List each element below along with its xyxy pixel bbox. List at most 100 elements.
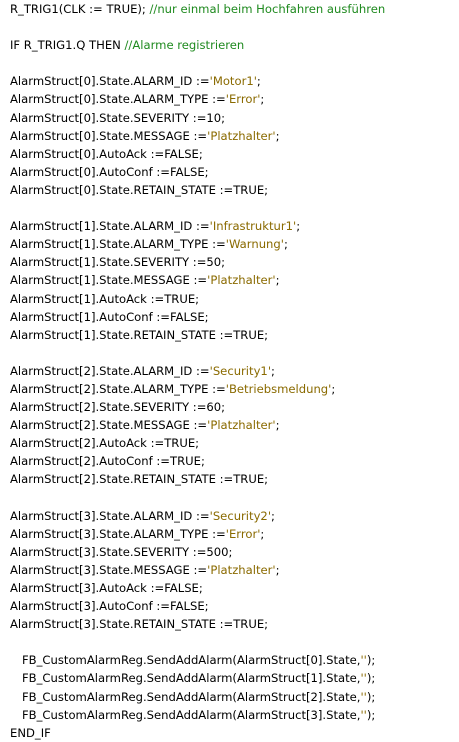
code-text: AlarmStruct[0].State.RETAIN_STATE :=TRUE… [10, 182, 269, 197]
code-line: AlarmStruct[0].AutoAck :=FALSE; [10, 145, 455, 163]
code-text: ; [296, 219, 301, 234]
code-line: AlarmStruct[0].State.MESSAGE :='Platzhal… [10, 127, 455, 145]
code-line: AlarmStruct[2].AutoAck :=TRUE; [10, 434, 455, 452]
code-line: AlarmStruct[2].State.ALARM_TYPE :='Betri… [10, 380, 455, 398]
code-text: AlarmStruct[0].State.ALARM_TYPE := [10, 92, 226, 107]
blank-line [10, 54, 455, 72]
code-line: AlarmStruct[1].State.SEVERITY :=50; [10, 253, 455, 271]
code-line: AlarmStruct[2].State.ALARM_ID :='Securit… [10, 362, 455, 380]
code-text: FB_CustomAlarmReg.SendAddAlarm(AlarmStru… [22, 671, 361, 686]
code-line: AlarmStruct[2].AutoConf :=TRUE; [10, 452, 455, 470]
code-text: ); [366, 689, 376, 704]
code-text: AlarmStruct[2].State.ALARM_ID := [10, 363, 210, 378]
code-text: AlarmStruct[1].AutoConf :=FALSE; [10, 309, 209, 324]
code-string: 'Warnung' [225, 237, 284, 252]
code-line: AlarmStruct[1].State.RETAIN_STATE :=TRUE… [10, 326, 455, 344]
code-text: AlarmStruct[1].State.ALARM_TYPE := [10, 237, 226, 252]
code-string: '' [360, 671, 367, 686]
code-text: AlarmStruct[1].State.SEVERITY :=50; [10, 255, 226, 270]
code-text: AlarmStruct[3].State.MESSAGE := [10, 562, 208, 577]
code-text: AlarmStruct[3].AutoConf :=FALSE; [10, 599, 209, 614]
code-line: IF R_TRIG1.Q THEN //Alarme registrieren [10, 36, 455, 54]
code-text: AlarmStruct[3].State.RETAIN_STATE :=TRUE… [10, 617, 269, 632]
code-string: 'Infrastruktur1' [209, 219, 297, 234]
code-string: 'Motor1' [209, 74, 257, 89]
code-text: ; [271, 508, 275, 523]
code-text: ; [256, 74, 261, 89]
code-text: AlarmStruct[3].State.ALARM_ID := [10, 508, 210, 523]
code-string: '' [360, 707, 367, 722]
code-text: ; [260, 526, 265, 541]
code-text: FB_CustomAlarmReg.SendAddAlarm(AlarmStru… [22, 689, 361, 704]
blank-line [10, 18, 455, 36]
code-line: AlarmStruct[3].State.MESSAGE :='Platzhal… [10, 561, 455, 579]
code-string: '' [360, 653, 367, 668]
code-line: FB_CustomAlarmReg.SendAddAlarm(AlarmStru… [10, 688, 455, 706]
code-line: AlarmStruct[1].State.MESSAGE :='Platzhal… [10, 271, 455, 289]
code-string: 'Security1' [209, 363, 272, 378]
code-line: FB_CustomAlarmReg.SendAddAlarm(AlarmStru… [10, 669, 455, 687]
code-line: AlarmStruct[3].AutoConf :=FALSE; [10, 597, 455, 615]
blank-line [10, 489, 455, 507]
code-text: AlarmStruct[3].State.ALARM_TYPE := [10, 526, 226, 541]
code-text: AlarmStruct[0].State.ALARM_ID := [10, 74, 210, 89]
code-comment: //nur einmal beim Hochfahren ausführen [149, 2, 386, 16]
code-line: R_TRIG1(CLK := TRUE); //nur einmal beim … [10, 0, 455, 18]
blank-line [10, 199, 455, 217]
code-line: AlarmStruct[3].State.RETAIN_STATE :=TRUE… [10, 615, 455, 633]
code-text: AlarmStruct[1].State.RETAIN_STATE :=TRUE… [10, 327, 269, 342]
code-string: 'Platzhalter' [207, 128, 276, 143]
code-text: AlarmStruct[0].AutoConf :=FALSE; [10, 164, 209, 179]
code-text: AlarmStruct[2].State.RETAIN_STATE :=TRUE… [10, 472, 269, 487]
code-line: AlarmStruct[1].State.ALARM_TYPE :='Warnu… [10, 235, 455, 253]
code-line: AlarmStruct[1].AutoConf :=FALSE; [10, 308, 455, 326]
code-line: AlarmStruct[3].State.SEVERITY :=500; [10, 543, 455, 561]
code-text: AlarmStruct[0].State.SEVERITY :=10; [10, 110, 226, 125]
code-text: AlarmStruct[0].AutoAck :=FALSE; [10, 146, 203, 161]
code-line: AlarmStruct[3].State.ALARM_ID :='Securit… [10, 507, 455, 525]
code-text: AlarmStruct[2].AutoConf :=TRUE; [10, 454, 205, 469]
code-listing: R_TRIG1(CLK := TRUE); //nur einmal beim … [10, 0, 455, 742]
code-text: ; [275, 562, 280, 577]
code-line: AlarmStruct[0].State.SEVERITY :=10; [10, 109, 455, 127]
code-string: 'Error' [225, 526, 261, 541]
code-text: ; [283, 237, 288, 252]
code-text: ); [366, 653, 376, 668]
code-string: 'Platzhalter' [207, 418, 276, 433]
code-text: AlarmStruct[0].State.MESSAGE := [10, 128, 208, 143]
code-line: AlarmStruct[0].AutoConf :=FALSE; [10, 163, 455, 181]
code-line: AlarmStruct[1].AutoAck :=TRUE; [10, 290, 455, 308]
code-text: AlarmStruct[1].State.MESSAGE := [10, 273, 208, 288]
code-line: AlarmStruct[2].State.SEVERITY :=60; [10, 398, 455, 416]
code-text: R_TRIG1(CLK := TRUE); [10, 2, 150, 16]
code-text: IF R_TRIG1.Q THEN [10, 38, 125, 53]
code-line: AlarmStruct[1].State.ALARM_ID :='Infrast… [10, 217, 455, 235]
code-text: ); [366, 707, 376, 722]
code-text: AlarmStruct[2].State.SEVERITY :=60; [10, 400, 226, 415]
code-comment: //Alarme registrieren [124, 38, 245, 53]
code-line: AlarmStruct[2].State.RETAIN_STATE :=TRUE… [10, 470, 455, 488]
code-text: AlarmStruct[3].AutoAck :=FALSE; [10, 581, 203, 595]
code-text: ); [366, 671, 376, 686]
code-text: ; [275, 273, 280, 288]
code-text: FB_CustomAlarmReg.SendAddAlarm(AlarmStru… [22, 653, 361, 668]
code-text: ; [275, 418, 280, 433]
code-line: FB_CustomAlarmReg.SendAddAlarm(AlarmStru… [10, 706, 455, 724]
code-line: END_IF [10, 724, 455, 742]
code-string: 'Error' [225, 92, 261, 107]
code-text: AlarmStruct[2].State.MESSAGE := [10, 418, 208, 433]
code-text: END_IF [10, 725, 51, 740]
code-text: AlarmStruct[1].AutoAck :=TRUE; [10, 291, 200, 306]
code-text: ; [260, 92, 265, 107]
code-string: 'Betriebsmeldung' [225, 381, 332, 396]
blank-line [10, 344, 455, 362]
code-line: AlarmStruct[3].State.ALARM_TYPE :='Error… [10, 525, 455, 543]
code-text: ; [271, 363, 275, 378]
code-string: 'Security2' [209, 508, 272, 523]
code-line: AlarmStruct[0].State.RETAIN_STATE :=TRUE… [10, 181, 455, 199]
code-string: '' [360, 689, 367, 704]
code-text: FB_CustomAlarmReg.SendAddAlarm(AlarmStru… [22, 707, 361, 722]
code-line: AlarmStruct[3].AutoAck :=FALSE; [10, 579, 455, 597]
code-line: AlarmStruct[0].State.ALARM_TYPE :='Error… [10, 90, 455, 108]
code-text: AlarmStruct[1].State.ALARM_ID := [10, 219, 210, 234]
